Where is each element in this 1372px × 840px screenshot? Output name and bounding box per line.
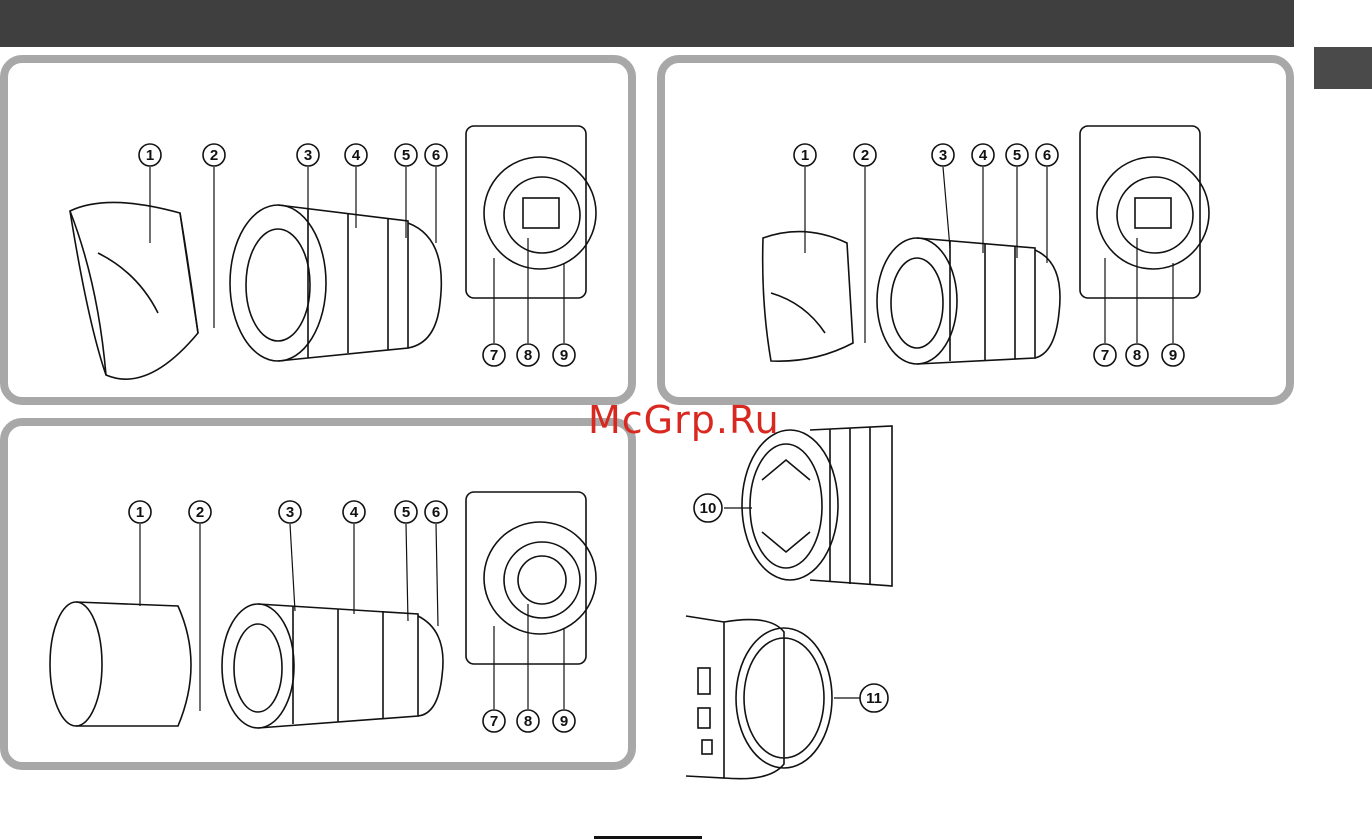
callout-2: 2 (189, 501, 211, 523)
callout-2: 2 (854, 144, 876, 166)
callout-6: 6 (425, 501, 447, 523)
svg-text:6: 6 (432, 147, 440, 164)
callout-9: 9 (553, 710, 575, 732)
svg-text:3: 3 (304, 147, 312, 164)
watermark-text: McGrp.Ru (588, 398, 780, 442)
callout-5: 5 (1006, 144, 1028, 166)
svg-text:7: 7 (490, 713, 498, 730)
panel-lens-b: 1 2 3 4 5 6 7 8 9 (657, 55, 1294, 405)
svg-text:10: 10 (700, 500, 717, 517)
lens-hood-illustration (70, 202, 198, 379)
svg-text:4: 4 (352, 147, 361, 164)
svg-text:5: 5 (402, 504, 410, 521)
callout-11: 11 (860, 684, 888, 712)
callout-3: 3 (279, 501, 301, 523)
callout-8: 8 (517, 344, 539, 366)
svg-text:7: 7 (490, 347, 498, 364)
svg-text:2: 2 (210, 147, 218, 164)
svg-text:9: 9 (560, 713, 568, 730)
callout-4: 4 (345, 144, 367, 166)
callout-1: 1 (139, 144, 161, 166)
callout-9: 9 (1162, 344, 1184, 366)
svg-text:2: 2 (861, 147, 869, 164)
callout-markers: 1 2 3 4 5 6 7 8 9 (139, 144, 575, 366)
callout-4: 4 (343, 501, 365, 523)
svg-text:8: 8 (524, 713, 532, 730)
callout-markers: 1 2 3 4 5 6 7 8 9 (129, 501, 575, 732)
callout-3: 3 (932, 144, 954, 166)
callout-6: 6 (425, 144, 447, 166)
callout-4: 4 (972, 144, 994, 166)
svg-text:2: 2 (196, 504, 204, 521)
callout-9: 9 (553, 344, 575, 366)
callout-5: 5 (395, 501, 417, 523)
page-footer-line (594, 836, 702, 839)
mount-inset-illustration (466, 126, 596, 298)
callout-1: 1 (794, 144, 816, 166)
svg-text:3: 3 (286, 504, 294, 521)
svg-text:11: 11 (866, 690, 882, 707)
lens-illustration (230, 205, 441, 361)
svg-text:9: 9 (560, 347, 568, 364)
svg-text:4: 4 (979, 147, 988, 164)
svg-text:8: 8 (524, 347, 532, 364)
svg-text:6: 6 (1043, 147, 1051, 164)
svg-text:1: 1 (146, 147, 154, 164)
mount-inset-illustration (1080, 126, 1209, 298)
svg-text:9: 9 (1169, 347, 1177, 364)
callout-8: 8 (1126, 344, 1148, 366)
lens-hood-illustration (763, 232, 853, 362)
svg-text:1: 1 (136, 504, 144, 521)
front-cap-illustration: 10 (660, 420, 900, 590)
panel-lens-c: 1 2 3 4 5 6 7 8 9 (0, 418, 636, 770)
svg-text:5: 5 (1013, 147, 1021, 164)
svg-text:6: 6 (432, 504, 440, 521)
callout-3: 3 (297, 144, 319, 166)
svg-text:7: 7 (1101, 347, 1109, 364)
svg-text:5: 5 (402, 147, 410, 164)
svg-text:8: 8 (1133, 347, 1141, 364)
callout-7: 7 (1094, 344, 1116, 366)
lens-illustration (877, 238, 1060, 364)
svg-text:3: 3 (939, 147, 947, 164)
callout-6: 6 (1036, 144, 1058, 166)
header-bar (0, 0, 1294, 47)
lens-hood-illustration (50, 602, 191, 726)
callout-5: 5 (395, 144, 417, 166)
callout-7: 7 (483, 710, 505, 732)
panel-lens-a: 1 2 3 4 5 6 7 8 9 (0, 55, 636, 405)
mount-inset-illustration (466, 492, 596, 664)
svg-text:1: 1 (801, 147, 809, 164)
callout-8: 8 (517, 710, 539, 732)
svg-text:4: 4 (350, 504, 359, 521)
callout-7: 7 (483, 344, 505, 366)
section-tab (1314, 47, 1372, 89)
rear-cap-illustration: 11 (684, 612, 904, 784)
callout-1: 1 (129, 501, 151, 523)
callout-10: 10 (694, 494, 722, 522)
callout-2: 2 (203, 144, 225, 166)
lens-illustration (222, 604, 443, 728)
